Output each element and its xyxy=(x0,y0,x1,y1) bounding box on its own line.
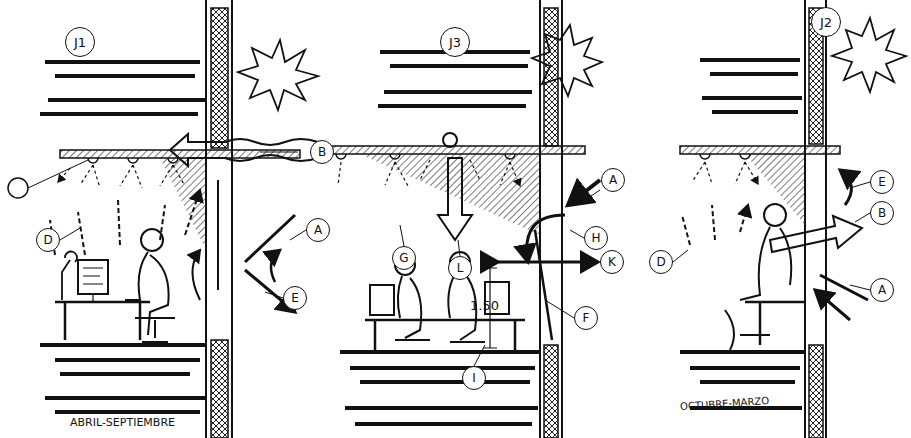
callout-circle: H xyxy=(584,226,608,250)
light-rays xyxy=(58,165,185,188)
ceiling-slab xyxy=(680,146,840,154)
arrow-k xyxy=(498,261,598,264)
desks xyxy=(365,320,525,350)
callout-letter: J3 xyxy=(449,36,461,49)
callout-letter: A xyxy=(609,174,617,186)
callout-circle: K xyxy=(600,250,624,274)
wall-insulation xyxy=(211,8,228,148)
leader-lines xyxy=(673,182,870,290)
callout-letter: J2 xyxy=(820,16,832,29)
monitor xyxy=(370,285,394,315)
callout-circle: D xyxy=(36,228,60,252)
callout-circle: F xyxy=(574,306,598,330)
callout-letter: L xyxy=(457,262,464,274)
callout-letter: D xyxy=(43,234,52,246)
callout-letter: E xyxy=(878,176,886,188)
arrow-a xyxy=(815,275,868,320)
desk xyxy=(55,302,150,340)
ceiling-slab xyxy=(60,150,300,158)
callout-circle: L xyxy=(448,256,472,280)
callout-letter: A xyxy=(878,284,886,296)
sun xyxy=(532,25,602,96)
wall-lines xyxy=(805,0,826,438)
sun xyxy=(832,18,906,92)
empty-callout xyxy=(8,178,28,198)
arrow-h xyxy=(527,215,565,262)
wall-flow xyxy=(193,180,219,300)
sun xyxy=(238,40,318,110)
callout-circle: A xyxy=(601,168,625,192)
callout-letter: J1 xyxy=(74,36,86,49)
arrow-e xyxy=(271,250,280,282)
arrow-l xyxy=(438,158,472,240)
callout-letter: K xyxy=(608,256,616,268)
light-fittings xyxy=(88,158,178,163)
callout-letter: E xyxy=(291,292,299,304)
desk xyxy=(745,302,805,345)
callout-letter: H xyxy=(591,232,600,244)
callout-letter: B xyxy=(318,146,326,158)
callout-circle: J3 xyxy=(440,27,470,57)
arrow-a xyxy=(568,180,600,205)
callout-circle: I xyxy=(462,366,486,390)
callout-letter: G xyxy=(399,252,408,264)
wall-insulation xyxy=(544,345,558,438)
callout-circle: B xyxy=(870,201,894,225)
callout-circle: E xyxy=(870,170,894,194)
monitor xyxy=(78,260,108,294)
wall-insulation xyxy=(809,345,823,438)
shade-wedge xyxy=(745,154,805,225)
floor-slabs xyxy=(340,52,540,424)
callout-letter: A xyxy=(314,224,322,236)
callout-circle: J1 xyxy=(65,27,95,57)
callout-circle: G xyxy=(392,246,416,270)
person-head xyxy=(764,204,786,226)
callout-circle: B xyxy=(310,140,334,164)
callout-circle: D xyxy=(649,250,673,274)
callout-letter: I xyxy=(472,372,476,384)
dimension-text: 1.50 xyxy=(470,298,499,313)
leader-lines xyxy=(28,152,306,298)
glazing-f xyxy=(535,230,552,340)
arrow-e xyxy=(840,170,851,205)
callout-circle: J2 xyxy=(811,7,841,37)
light-rays xyxy=(338,160,520,186)
ceiling-slab xyxy=(330,146,585,154)
callout-letter: F xyxy=(583,312,590,324)
callout-letter: D xyxy=(656,256,665,268)
floor-slabs xyxy=(680,60,805,408)
season-note: ABRIL-SEPTIEMBRE xyxy=(70,416,175,429)
monitor-lines xyxy=(83,268,103,302)
wall-insulation xyxy=(544,8,558,146)
shade-wedge xyxy=(360,154,540,235)
callout-circle: A xyxy=(870,278,894,302)
person-body xyxy=(125,252,175,342)
desk-lamp xyxy=(62,252,77,300)
light-fittings xyxy=(700,154,750,159)
wall-insulation xyxy=(211,340,228,438)
rising-air-arrows xyxy=(682,205,748,245)
light-rays xyxy=(692,162,758,184)
callout-circle: E xyxy=(283,286,307,310)
arrow-b xyxy=(170,134,318,166)
callout-letter: B xyxy=(878,207,886,219)
shade-wedge xyxy=(160,158,206,250)
callout-circle: A xyxy=(306,218,330,242)
person-body xyxy=(725,227,791,350)
pendant-light xyxy=(443,133,457,147)
person-head xyxy=(141,229,163,251)
rising-air-arrows xyxy=(50,190,200,255)
light-fittings xyxy=(336,154,515,159)
